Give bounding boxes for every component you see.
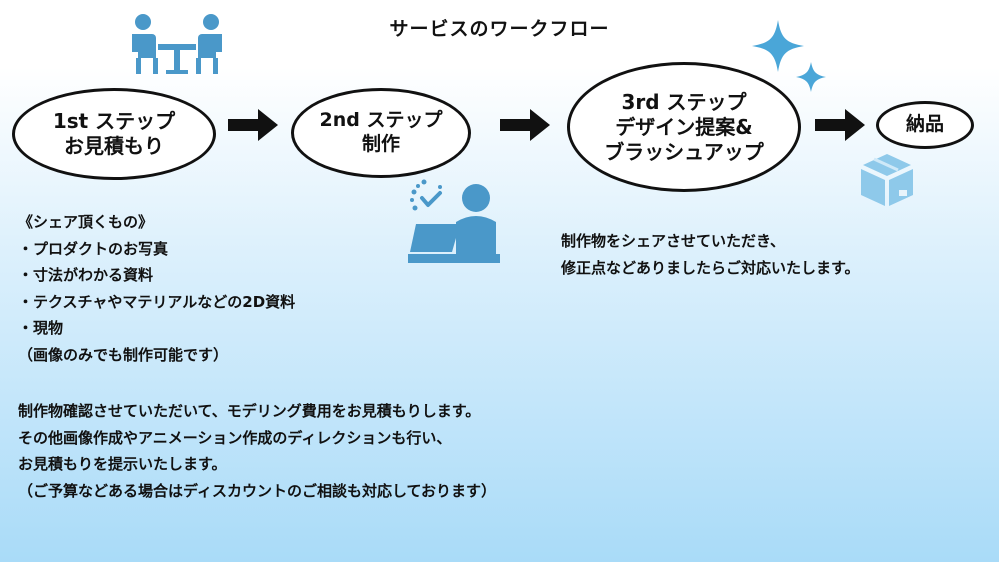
share-list: 《シェア頂くもの》 ・プロダクトのお写真 ・寸法がわかる資料 ・テクスチャやマテ… [18,209,295,368]
note-line: 制作物をシェアさせていただき、 [561,232,785,250]
step-3-subtitle: ブラッシュアップ [604,139,764,164]
list-item: ・プロダクトのお写真 [18,239,169,258]
note-line: その他画像作成やアニメーション作成のディレクションも行い、 [18,428,452,447]
list-item: ・テクスチャやマテリアルなどの2D資料 [18,292,296,311]
step-3-label: 3rd ステップ [621,89,747,114]
note-line: 修正点などありましたらご対応いたします。 [561,258,860,277]
step-2-oval: 2nd ステップ 制作 [291,88,471,178]
list-item: ・現物 [18,319,64,337]
note-line: 制作物確認させていただいて、モデリング費用をお見積もりします。 [18,402,481,420]
note-line: お見積もりを提示いたします。 [18,455,227,473]
step-3-note: 制作物をシェアさせていただき、 修正点などありましたらご対応いたします。 [561,228,860,281]
note-line: （ご予算などある場合はディスカウントのご相談も対応しております） [18,481,497,500]
package-icon [861,154,913,206]
step-3-title: デザイン提案& [615,114,753,139]
arrow-right-icon [228,109,278,141]
list-item: ・寸法がわかる資料 [18,266,154,284]
step-1-label: 1st ステップ [52,109,176,133]
arrow-right-icon [815,109,865,141]
step-3-oval: 3rd ステップ デザイン提案& ブラッシュアップ [567,62,801,192]
step-4-oval: 納品 [876,101,974,149]
step-1-oval: 1st ステップ お見積もり [12,88,216,180]
step-2-title: 制作 [361,133,400,155]
computer-worker-icon [408,179,500,263]
list-item: （画像のみでも制作可能です） [18,345,229,364]
step-2-label: 2nd ステップ [319,109,443,132]
share-list-heading: 《シェア頂くもの》 [18,213,154,231]
step-4-title: 納品 [905,113,944,136]
step-1-title: お見積もり [64,134,164,158]
meeting-icon [132,14,222,74]
page-title: サービスのワークフロー [389,18,610,40]
arrow-right-icon [500,109,550,141]
estimate-note: 制作物確認させていただいて、モデリング費用をお見積もりします。 その他画像作成や… [18,398,496,504]
